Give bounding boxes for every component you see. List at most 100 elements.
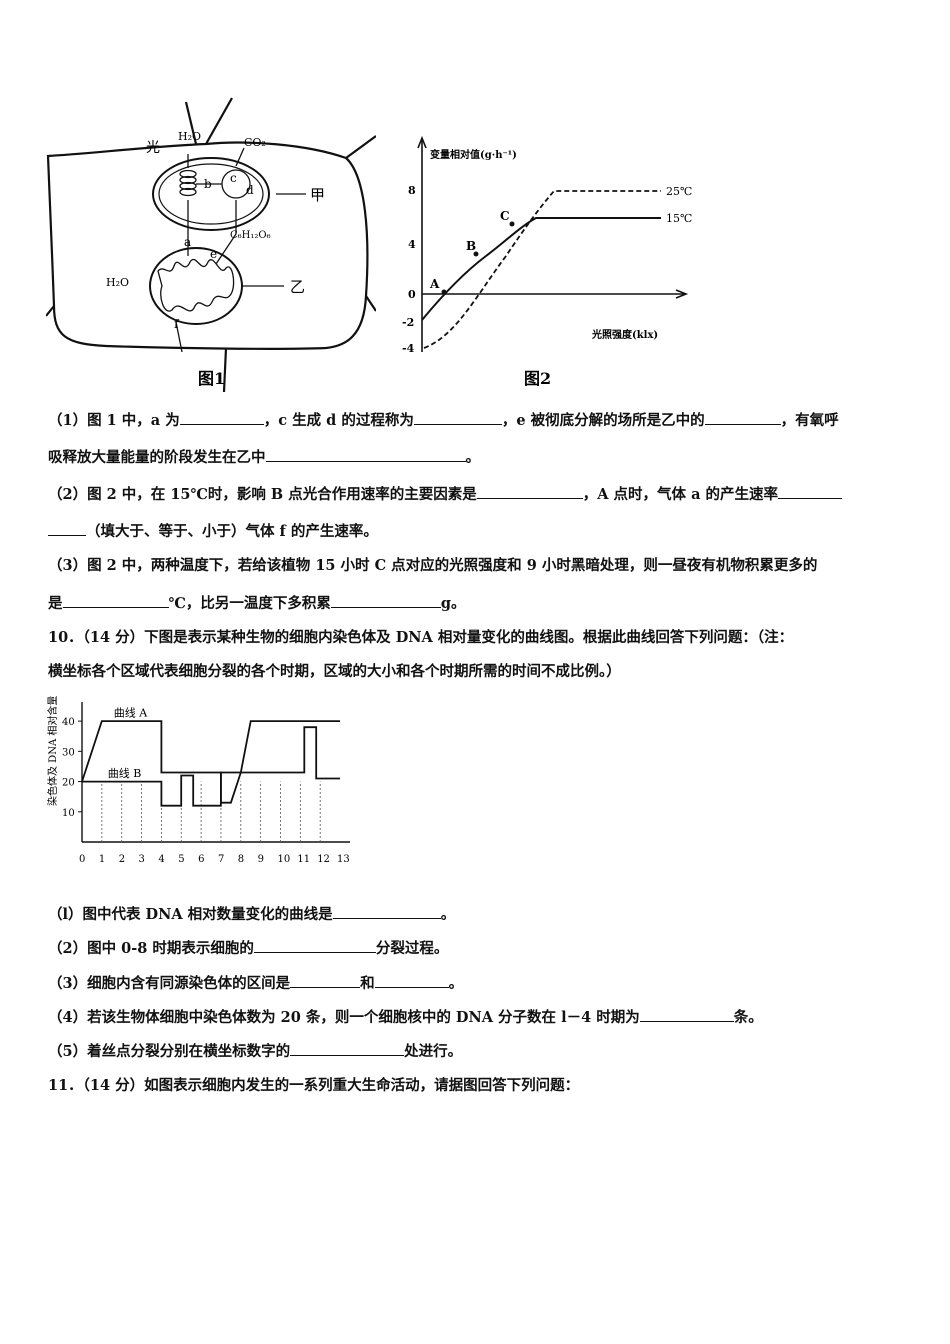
point-a-label: A (429, 277, 440, 291)
b-label: b (204, 177, 212, 191)
ytick-4: 4 (408, 238, 416, 251)
q9-line2: 吸释放大量能量的阶段发生在乙中 。 (48, 447, 480, 468)
y-tick-label: 40 (62, 717, 75, 728)
q10-blank-1[interactable] (332, 904, 441, 919)
light-label: 光 (146, 140, 160, 156)
series-a-line (81, 720, 340, 804)
q9-blank-grams[interactable] (330, 593, 441, 608)
x-tick-label: 13 (337, 854, 350, 865)
point-a (441, 289, 447, 295)
y-tick-label: 30 (62, 747, 75, 758)
c6h12o6-label: C₆H₁₂O₆ (230, 230, 271, 241)
figure2-light-curve: 8 4 0 -2 -4 变量相对值(g·h⁻¹) 光照强度(klx) A B C… (402, 135, 692, 388)
y-axis-label: 染色体及 DNA 相对含量 (46, 696, 59, 806)
q9-blank-temp[interactable] (62, 593, 169, 608)
q10-sub4-text: （4）若该生物体细胞中染色体数为 20 条，则一个细胞核中的 DNA 分子数在 … (48, 1009, 640, 1026)
c-label: c (230, 171, 237, 185)
q10-sub5-end: 处进行。 (404, 1043, 463, 1060)
x-tick-label: 7 (218, 854, 224, 865)
point-b-label: B (466, 239, 476, 253)
q9-blank-e[interactable] (704, 410, 781, 425)
q10-sub3: （3）细胞内含有同源染色体的区间是和。 (48, 973, 463, 994)
q9-part2-text: （2）图 2 中，在 15℃时，影响 B 点光合作用速率的主要因素是 (48, 486, 477, 503)
q9-blank-factor[interactable] (476, 484, 583, 499)
ytick-0: 0 (408, 288, 416, 301)
q9-blank-rate[interactable] (778, 484, 843, 499)
q9-part2-text-b: ，A 点时，气体 a 的产生速率 (582, 486, 779, 503)
ytick-neg4: -4 (402, 342, 415, 355)
q9-blank-cd[interactable] (413, 410, 502, 425)
e-label: e (210, 247, 217, 261)
q10-sub1: （l）图中代表 DNA 相对数量变化的曲线是 。 (48, 904, 455, 925)
h2o-top-label: H₂O (178, 130, 201, 143)
point-c (509, 221, 515, 227)
x-tick-label: 12 (317, 854, 330, 865)
ytick-neg2: -2 (402, 316, 414, 329)
q9-part3-text-b: 是 (48, 595, 63, 612)
a-label: a (184, 235, 191, 249)
q10-blank-3a[interactable] (290, 973, 361, 988)
x-tick-label: 8 (238, 854, 244, 865)
series-b-line (82, 726, 340, 807)
x-tick-label: 4 (158, 854, 164, 865)
x-tick-label: 0 (79, 854, 85, 865)
figure1-caption: 图1 (198, 369, 225, 388)
point-c-label: C (500, 209, 510, 223)
q10-blank-5[interactable] (290, 1041, 405, 1056)
figure2-ylabel: 变量相对值(g·h⁻¹) (430, 148, 517, 161)
series-15c-label: 15℃ (666, 212, 692, 225)
q10-sub2-text: （2）图中 0-8 时期表示细胞的 (48, 940, 254, 957)
series-25c-line (423, 190, 661, 349)
y-tick-label: 10 (62, 808, 75, 819)
y-tick-label: 20 (62, 778, 75, 789)
x-tick-label: 2 (119, 854, 125, 865)
q9-part3-text-c: ℃，比另一温度下多积累 (168, 595, 331, 612)
d-label: d (246, 183, 254, 197)
f-label: f (174, 317, 180, 331)
q10-header-line1: 10．（14 分）下图是表示某种生物的细胞内染色体及 DNA 相对量变化的曲线图… (48, 629, 794, 646)
q10-header-line2: 横坐标各个区域代表细胞分裂的各个时期，区域的大小和各个时期所需的时间不成比例。） (48, 663, 621, 680)
q10-sub2-end: 分裂过程。 (375, 940, 449, 957)
q9-part1-text-b: ，c 生成 d 的过程称为 (263, 412, 414, 429)
figure1-cell-diagram: 光 H₂O CO₂ b c d 甲 a C₆H₁₂O₆ e H₂O 乙 f 图1 (46, 97, 376, 392)
jia-label: 甲 (310, 186, 325, 204)
q9-line3: （2）图 2 中，在 15℃时，影响 B 点光合作用速率的主要因素是 ，A 点时，… (48, 484, 843, 505)
q10-sub5: （5）着丝点分裂分别在横坐标数字的 处进行。 (48, 1041, 462, 1062)
q10-sub5-text: （5）着丝点分裂分别在横坐标数字的 (48, 1043, 291, 1060)
q10-sub1-end: 。 (440, 906, 456, 923)
q9-blank-rate-cont[interactable] (48, 521, 86, 536)
q10-sub3-end: 。 (448, 975, 464, 992)
x-tick-label: 6 (198, 854, 204, 865)
q10-blank-3b[interactable] (374, 973, 449, 988)
q11-header: 11．（14 分）如图表示细胞内发生的一系列重大生命活动，请据图回答下列问题： (48, 1077, 580, 1094)
q10-sub4: （4）若该生物体细胞中染色体数为 20 条，则一个细胞核中的 DNA 分子数在 … (48, 1007, 763, 1028)
q9-line1: （1）图 1 中，a 为 ，c 生成 d 的过程称为 ，e 被彻底分解的场所是乙中的… (48, 410, 839, 431)
q10-sub1-text: （l）图中代表 DNA 相对数量变化的曲线是 (48, 906, 333, 923)
figure2-caption: 图2 (524, 369, 551, 388)
x-tick-label: 1 (99, 854, 105, 865)
q9-blank-stage[interactable] (265, 447, 466, 462)
x-tick-label: 11 (297, 854, 310, 865)
q10-blank-4[interactable] (639, 1007, 734, 1022)
q10-sub2: （2）图中 0-8 时期表示细胞的 分裂过程。 (48, 938, 448, 959)
q9-period: 。 (465, 449, 481, 466)
q9-part3-text-d: g。 (440, 595, 466, 612)
point-b (473, 251, 479, 257)
q9-part1-text-e: 吸释放大量能量的阶段发生在乙中 (48, 449, 266, 466)
co2-label: CO₂ (244, 136, 266, 149)
q9-part2-text-c: （填大于、等于、小于）气体 f 的产生速率。 (86, 523, 378, 540)
q9-part1-text-c: ，e 被彻底分解的场所是乙中的 (501, 412, 705, 429)
q9-part1-text: （1）图 1 中，a 为 (48, 412, 180, 429)
q10-sub4-end: 条。 (733, 1009, 763, 1026)
series-b-label: 曲线 B (108, 766, 142, 780)
x-tick-label: 10 (277, 854, 290, 865)
ytick-8: 8 (408, 184, 416, 197)
series-15c-line (421, 217, 661, 321)
q10-blank-2[interactable] (253, 938, 376, 953)
x-tick-label: 5 (178, 854, 184, 865)
q9-blank-a[interactable] (179, 410, 264, 425)
x-tick-label: 3 (139, 854, 145, 865)
q9-line6: 是 ℃，比另一温度下多积累 g。 (48, 593, 466, 614)
q10-sub3-and: 和 (360, 975, 375, 992)
